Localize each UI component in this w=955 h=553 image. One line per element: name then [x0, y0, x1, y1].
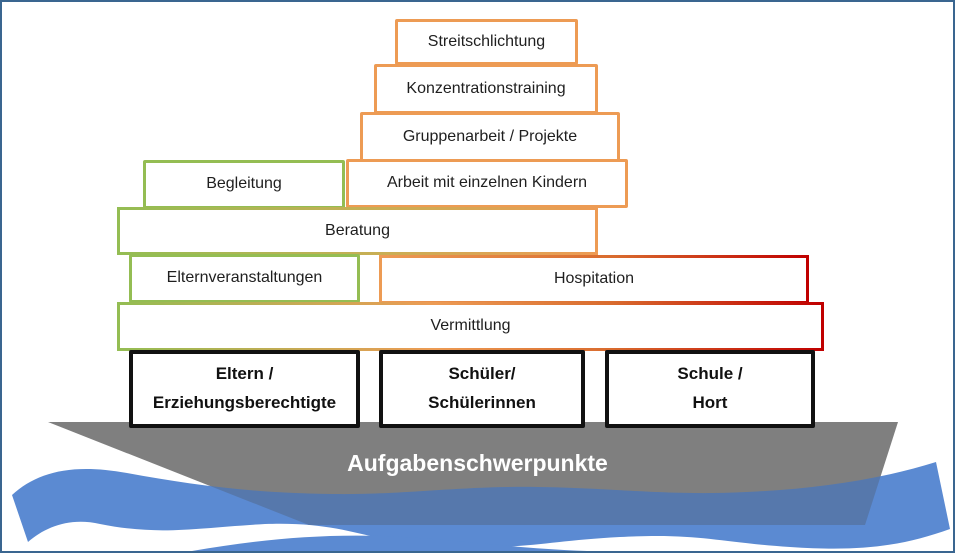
group-box-schueler-schuelerinnen: Schüler/ Schülerinnen	[379, 350, 585, 428]
group-label-line1: Eltern /	[215, 364, 274, 384]
group-label-line2: Hort	[692, 393, 728, 412]
box-arbeit-mit-einzelnen-kindern: Arbeit mit einzelnen Kindern	[346, 159, 628, 208]
box-beratung: Beratung	[117, 207, 598, 255]
box-label: Hospitation	[553, 270, 635, 288]
water-wave	[12, 462, 950, 549]
box-elternveranstaltungen: Elternveranstaltungen	[129, 254, 360, 303]
box-streitschlichtung: Streitschlichtung	[395, 19, 578, 65]
ship-title: Aufgabenschwerpunkte	[347, 450, 608, 476]
box-label: Gruppenarbeit / Projekte	[402, 127, 578, 145]
box-label: Vermittlung	[430, 317, 511, 335]
box-vermittlung: Vermittlung	[117, 302, 824, 351]
box-label: Streitschlichtung	[427, 32, 546, 50]
box-label: Konzentrationstraining	[406, 79, 566, 97]
box-hospitation: Hospitation	[379, 255, 809, 304]
box-label: Begleitung	[206, 175, 282, 193]
group-label-line2: Erziehungsberechtigte	[152, 393, 337, 412]
box-label: Arbeit mit einzelnen Kindern	[386, 174, 588, 192]
box-label: Elternveranstaltungen	[166, 269, 323, 287]
box-konzentrationstraining: Konzentrationstraining	[374, 64, 598, 114]
box-begleitung: Begleitung	[143, 160, 345, 209]
group-label-line2: Schülerinnen	[428, 393, 536, 412]
water-wave-lower	[192, 535, 587, 551]
box-label: Beratung	[325, 221, 390, 239]
group-label-line1: Schule /	[677, 364, 743, 384]
group-box-schule-hort: Schule / Hort	[605, 350, 815, 428]
box-gruppenarbeit-projekte: Gruppenarbeit / Projekte	[360, 112, 620, 162]
group-label-line1: Schüler/	[448, 364, 516, 384]
group-box-eltern-erziehungsberechtigte: Eltern / Erziehungsberechtigte	[129, 350, 360, 428]
